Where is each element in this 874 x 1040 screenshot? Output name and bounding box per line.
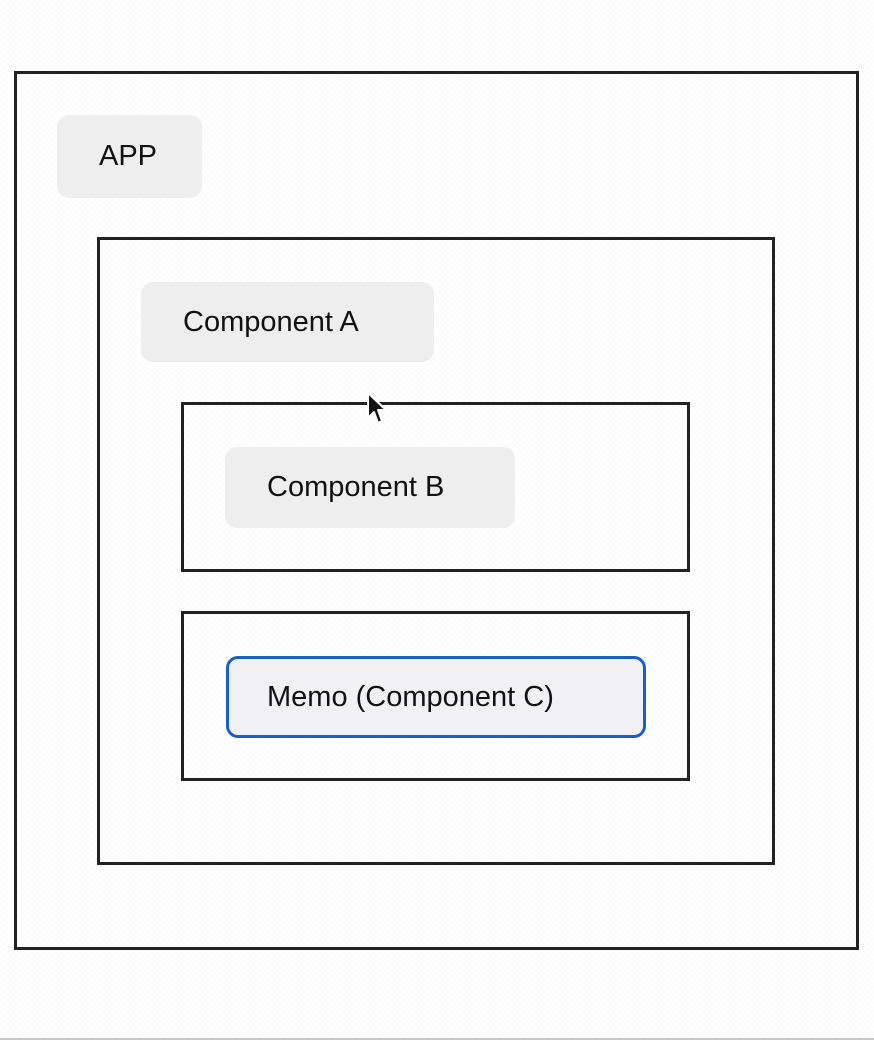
app-container: [14, 71, 859, 950]
bottom-divider: [0, 1038, 874, 1040]
component-c-container: [181, 611, 690, 781]
app-label: APP: [57, 115, 202, 198]
mouse-pointer-icon: [367, 392, 387, 424]
component-b-label: Component B: [225, 447, 515, 528]
memo-component-c-label: Memo (Component C): [226, 656, 646, 738]
component-b-container: [181, 402, 690, 572]
component-a-container: [97, 237, 775, 865]
component-a-label: Component A: [141, 282, 434, 362]
